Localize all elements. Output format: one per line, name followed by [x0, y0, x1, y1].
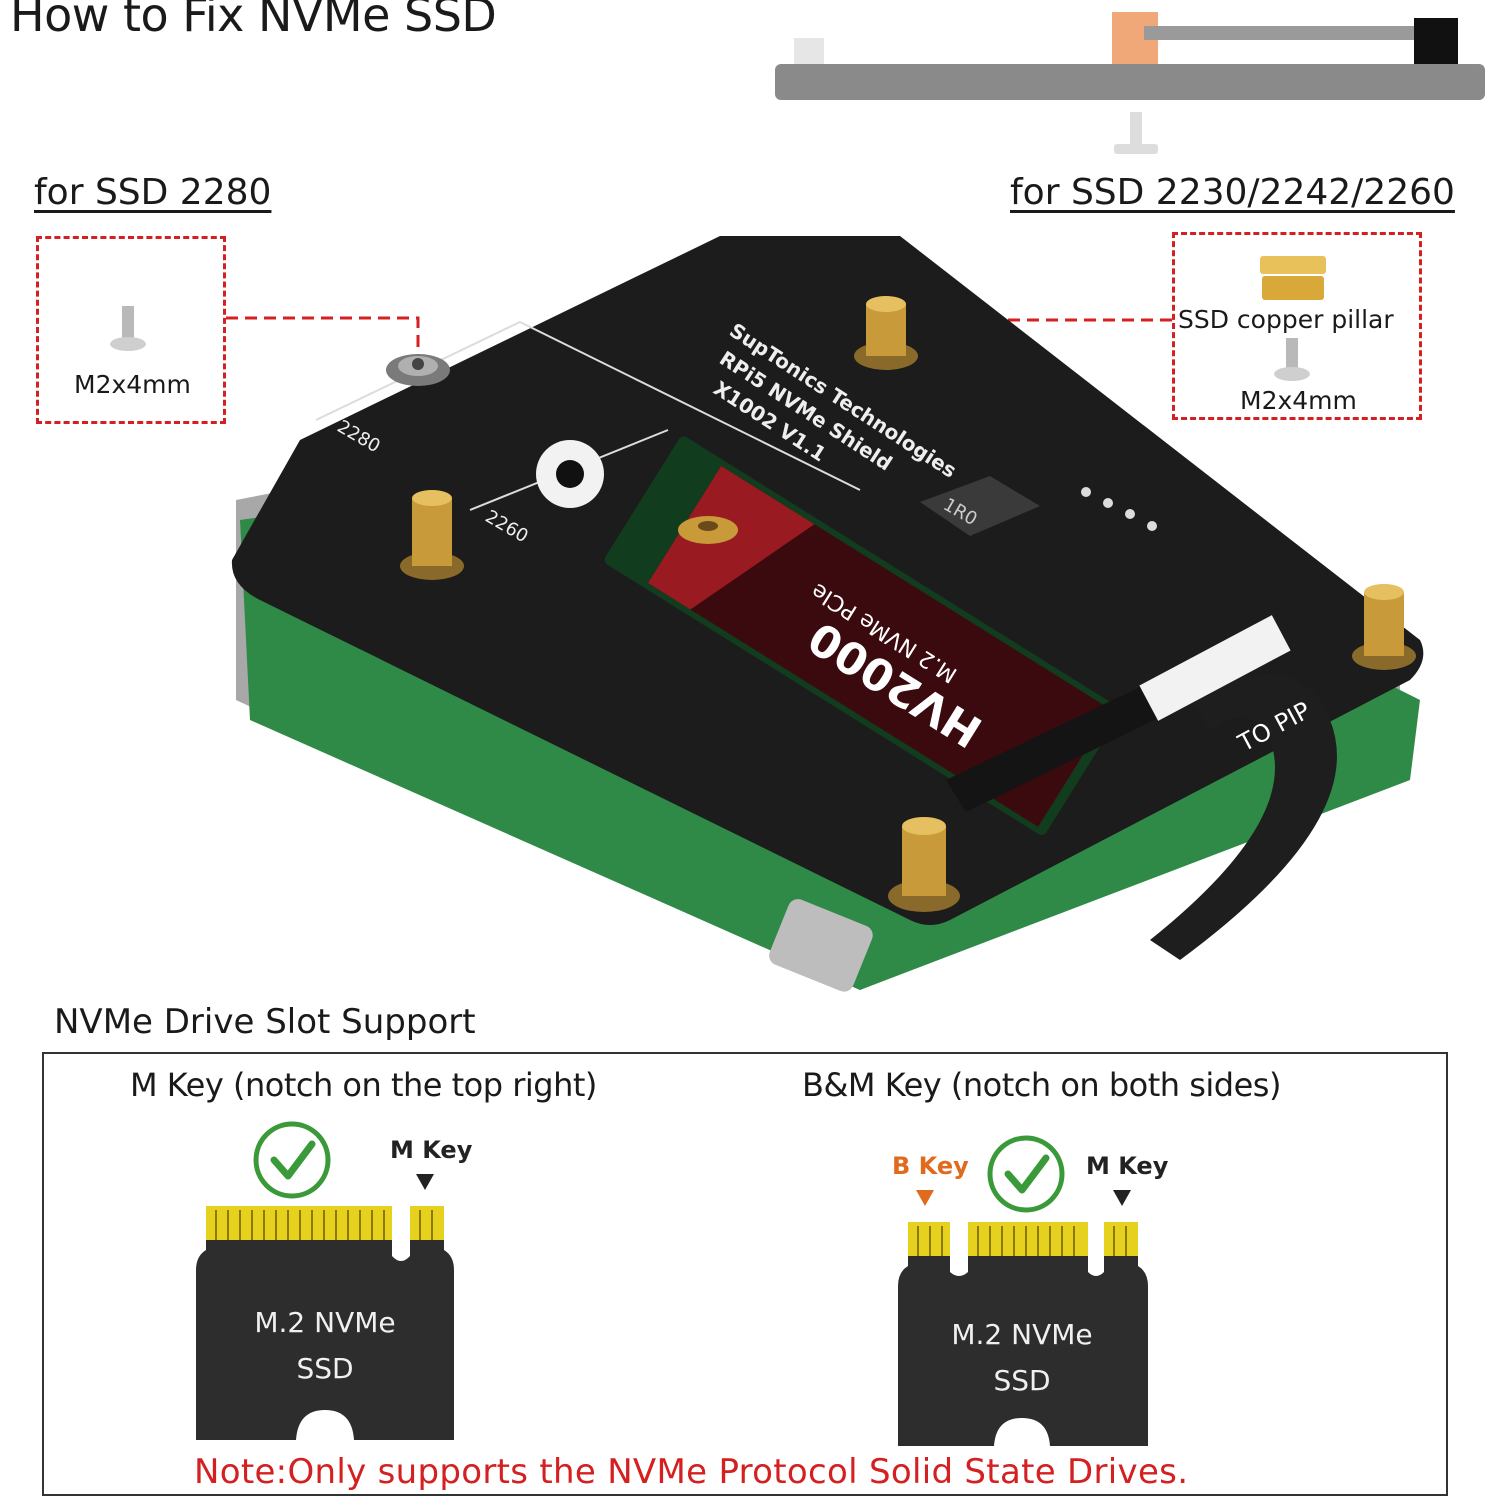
- label-ssd-2280: for SSD 2280: [34, 172, 272, 213]
- m2-connector-diagram: [1414, 18, 1458, 64]
- arrow-down-icon: [916, 1190, 934, 1206]
- standoff-diagram: [794, 38, 824, 66]
- copper-pillar-label: SSD copper pillar: [1178, 305, 1394, 334]
- nvme-shield-illustration: 2280 2260 SupTonics Technologies RPi5 NV…: [110, 236, 1424, 992]
- board-side-diagram: [775, 64, 1485, 100]
- inductor: [920, 476, 1040, 536]
- copper-pillar-icon: [1260, 256, 1326, 300]
- slot-support-frame: [42, 1052, 1448, 1496]
- m-key-label: M Key: [390, 1136, 473, 1164]
- brass-standoff: [400, 490, 464, 580]
- arrow-down-icon: [416, 1174, 434, 1190]
- ssd-side-diagram: [1144, 26, 1420, 40]
- page-title: How to Fix NVMe SSD: [10, 0, 497, 42]
- side-view-diagram: [775, 12, 1485, 154]
- bm-m-key-label: M Key: [1086, 1152, 1169, 1180]
- ssd-copper-pillar: [678, 516, 738, 544]
- label-ssd-short: for SSD 2230/2242/2260: [1010, 172, 1455, 213]
- screw-head-diagram: [1114, 144, 1158, 154]
- m-key-card-line2: SSD: [296, 1352, 353, 1385]
- check-icon: [253, 1121, 331, 1199]
- leader-line-left: [226, 316, 420, 356]
- brass-standoff: [1352, 584, 1416, 670]
- screw-icon: [1274, 338, 1310, 381]
- protocol-note: Note:Only supports the NVMe Protocol Sol…: [194, 1452, 1189, 1492]
- screw-callout-box-left: [36, 236, 226, 424]
- test-pads: [1081, 487, 1157, 531]
- b-key-label: B Key: [892, 1152, 969, 1180]
- left-screw-label: M2x4mm: [74, 370, 191, 399]
- bm-key-card-line1: M.2 NVMe: [951, 1318, 1092, 1351]
- board-screw-2280: [386, 354, 450, 386]
- bm-key-card: B Key M Key M.2 NVMe SSD: [892, 1135, 1169, 1446]
- slot-outline-2280: [315, 320, 861, 491]
- bm-key-heading: B&M Key (notch on both sides): [802, 1066, 1281, 1104]
- m-key-heading: M Key (notch on the top right): [130, 1066, 597, 1104]
- screw-icon: [110, 306, 146, 351]
- pillar-callout-box-right: [1172, 232, 1422, 420]
- fpc-connector: [1139, 615, 1291, 721]
- screw-shaft-diagram: [1130, 112, 1142, 146]
- key-diagrams: M Key M.2 NVMe SSD B Key M Key M.2 NVMe …: [196, 1121, 1169, 1446]
- m-key-card-line1: M.2 NVMe: [254, 1306, 395, 1339]
- ribbon-cable: [1150, 674, 1337, 960]
- arrow-down-icon: [1113, 1190, 1131, 1206]
- m-key-card: M Key M.2 NVMe SSD: [196, 1121, 473, 1440]
- brass-standoff: [888, 817, 960, 912]
- usb-c-port: [769, 899, 873, 992]
- right-screw-label: M2x4mm: [1240, 386, 1357, 415]
- slot-support-heading: NVMe Drive Slot Support: [54, 1002, 476, 1042]
- brass-standoff: [854, 296, 918, 370]
- bm-key-card-line2: SSD: [993, 1364, 1050, 1397]
- check-icon: [987, 1135, 1065, 1213]
